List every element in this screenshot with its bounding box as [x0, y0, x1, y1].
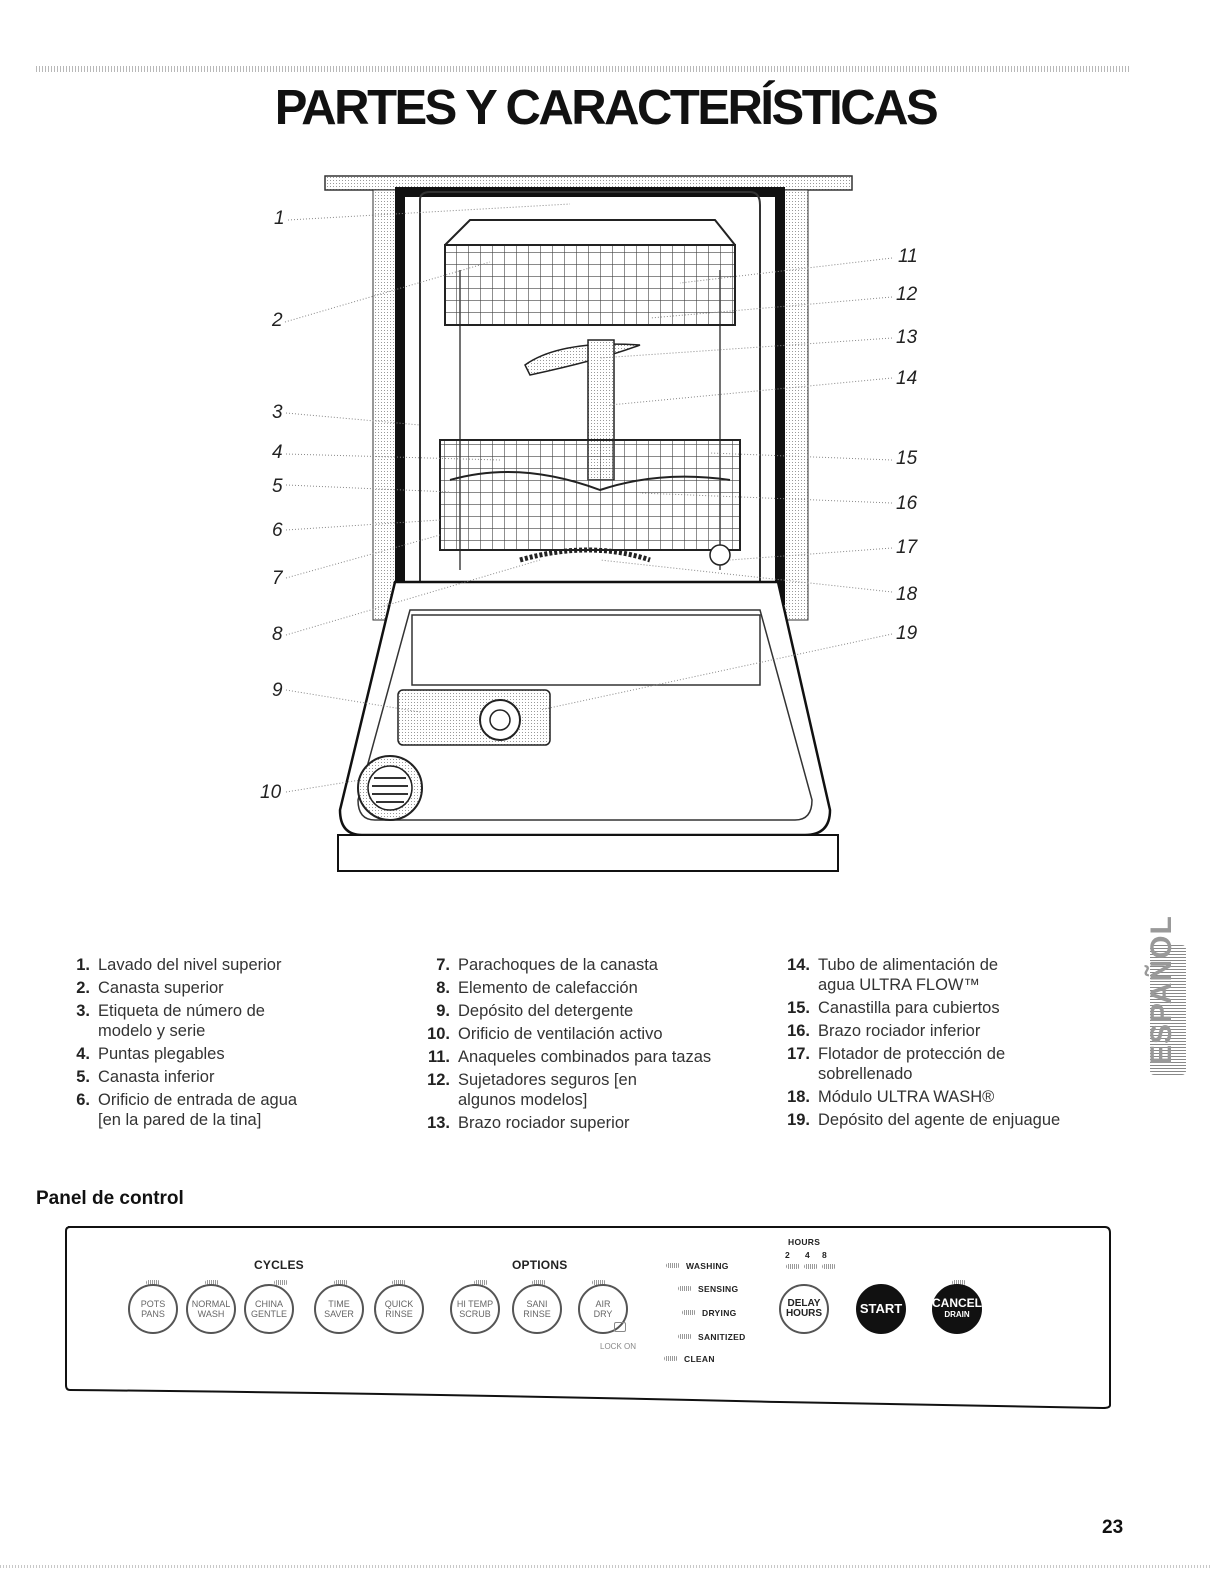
parts-list-column-1: 1.Lavado del nivel superior 2.Canasta su… [60, 955, 350, 1133]
callout-10: 10 [260, 782, 282, 803]
language-tab-label: ESPAÑOL [1145, 915, 1178, 1065]
list-item: 7.Parachoques de la canasta [436, 956, 658, 974]
washing-indicator [666, 1263, 680, 1268]
air-dry-indicator [592, 1280, 606, 1285]
list-item: 3.Etiqueta de número de modelo y serie [76, 1002, 265, 1040]
list-item: 12.Sujetadores seguros [en algunos model… [427, 1071, 637, 1109]
bottom-dotted-rule [0, 1565, 1211, 1568]
list-item: 19.Depósito del agente de enjuague [787, 1111, 1061, 1129]
hours-2-indicator [786, 1264, 800, 1269]
list-item: 10.Orificio de ventilación activo [427, 1025, 663, 1043]
hi-temp-indicator [474, 1280, 488, 1285]
page-title: PARTES Y CARACTERÍSTICAS [274, 81, 939, 135]
callout-17: 17 [896, 537, 918, 558]
list-item: 1.Lavado del nivel superior [76, 956, 282, 974]
quick-rinse-indicator [392, 1280, 406, 1285]
callout-6: 6 [272, 520, 283, 541]
list-item: 18.Módulo ULTRA WASH® [787, 1088, 995, 1106]
callout-11: 11 [898, 246, 918, 267]
list-item: 13.Brazo rociador superior [427, 1114, 630, 1132]
top-dotted-rule [36, 66, 1130, 72]
list-item: 4.Puntas plegables [76, 1045, 225, 1063]
list-item: 11.Anaqueles combinados para tazas [427, 1048, 712, 1066]
status-sensing: SENSING [698, 1284, 739, 1294]
list-item: 5.Canasta inferior [76, 1068, 215, 1086]
hours-value-2: 2 [785, 1250, 791, 1260]
options-label: OPTIONS [512, 1258, 568, 1272]
time-saver-indicator [334, 1280, 348, 1285]
drying-indicator [682, 1310, 696, 1315]
sani-rinse-indicator [532, 1280, 546, 1285]
callout-15: 15 [896, 448, 918, 469]
status-washing: WASHING [686, 1261, 729, 1271]
list-item: 14.Tubo de alimentación de agua ULTRA FL… [787, 956, 999, 994]
callout-2: 2 [272, 310, 283, 331]
callout-18: 18 [896, 584, 918, 605]
hours-label: HOURS [788, 1237, 821, 1247]
dishwasher-diagram [284, 175, 893, 872]
page-number: 23 [1102, 1517, 1124, 1538]
callout-19: 19 [896, 623, 918, 644]
callout-14: 14 [896, 368, 918, 389]
callout-12: 12 [896, 284, 918, 305]
list-item: 2.Canasta superior [76, 979, 224, 997]
sanitized-indicator [678, 1334, 692, 1339]
start-button[interactable]: START [856, 1284, 906, 1334]
lock-on-label: LOCK ON [600, 1342, 637, 1351]
cycles-label: CYCLES [254, 1258, 304, 1272]
callout-1: 1 [274, 208, 285, 229]
list-item: 8.Elemento de calefacción [436, 979, 638, 997]
list-item: 17.Flotador de protección de sobrellenad… [787, 1045, 1006, 1083]
callout-16: 16 [896, 493, 918, 514]
clean-indicator [664, 1356, 678, 1361]
language-tab [1150, 945, 1186, 1075]
callout-4: 4 [272, 442, 283, 463]
list-item: 9.Depósito del detergente [436, 1002, 634, 1020]
parts-list-column-3: 14.Tubo de alimentación de agua ULTRA FL… [780, 955, 1100, 1133]
control-panel-heading: Panel de control [36, 1188, 184, 1209]
hours-value-8: 8 [822, 1250, 828, 1260]
status-drying: DRYING [702, 1308, 737, 1318]
list-item: 16.Brazo rociador inferior [787, 1022, 981, 1040]
status-clean: CLEAN [684, 1354, 715, 1364]
sensing-indicator [678, 1286, 692, 1291]
list-item: 15.Canastilla para cubiertos [787, 999, 1000, 1017]
parts-list-column-2: 7.Parachoques de la canasta 8.Elemento d… [420, 955, 740, 1136]
callout-13: 13 [896, 327, 918, 348]
control-panel-frame [65, 1226, 1111, 1410]
callout-7: 7 [272, 568, 283, 589]
status-sanitized: SANITIZED [698, 1332, 746, 1342]
list-item: 6.Orificio de entrada de agua [en la par… [76, 1091, 298, 1129]
hours-4-indicator [804, 1264, 818, 1269]
pots-pans-indicator [146, 1280, 160, 1285]
lock-icon [614, 1322, 626, 1332]
hours-value-4: 4 [805, 1250, 811, 1260]
callout-8: 8 [272, 624, 283, 645]
china-gentle-indicator [274, 1280, 288, 1285]
normal-wash-indicator [205, 1280, 219, 1285]
callout-3: 3 [272, 402, 283, 423]
callout-5: 5 [272, 476, 283, 497]
callout-9: 9 [272, 680, 283, 701]
hours-8-indicator [822, 1264, 836, 1269]
cancel-indicator [952, 1280, 966, 1285]
